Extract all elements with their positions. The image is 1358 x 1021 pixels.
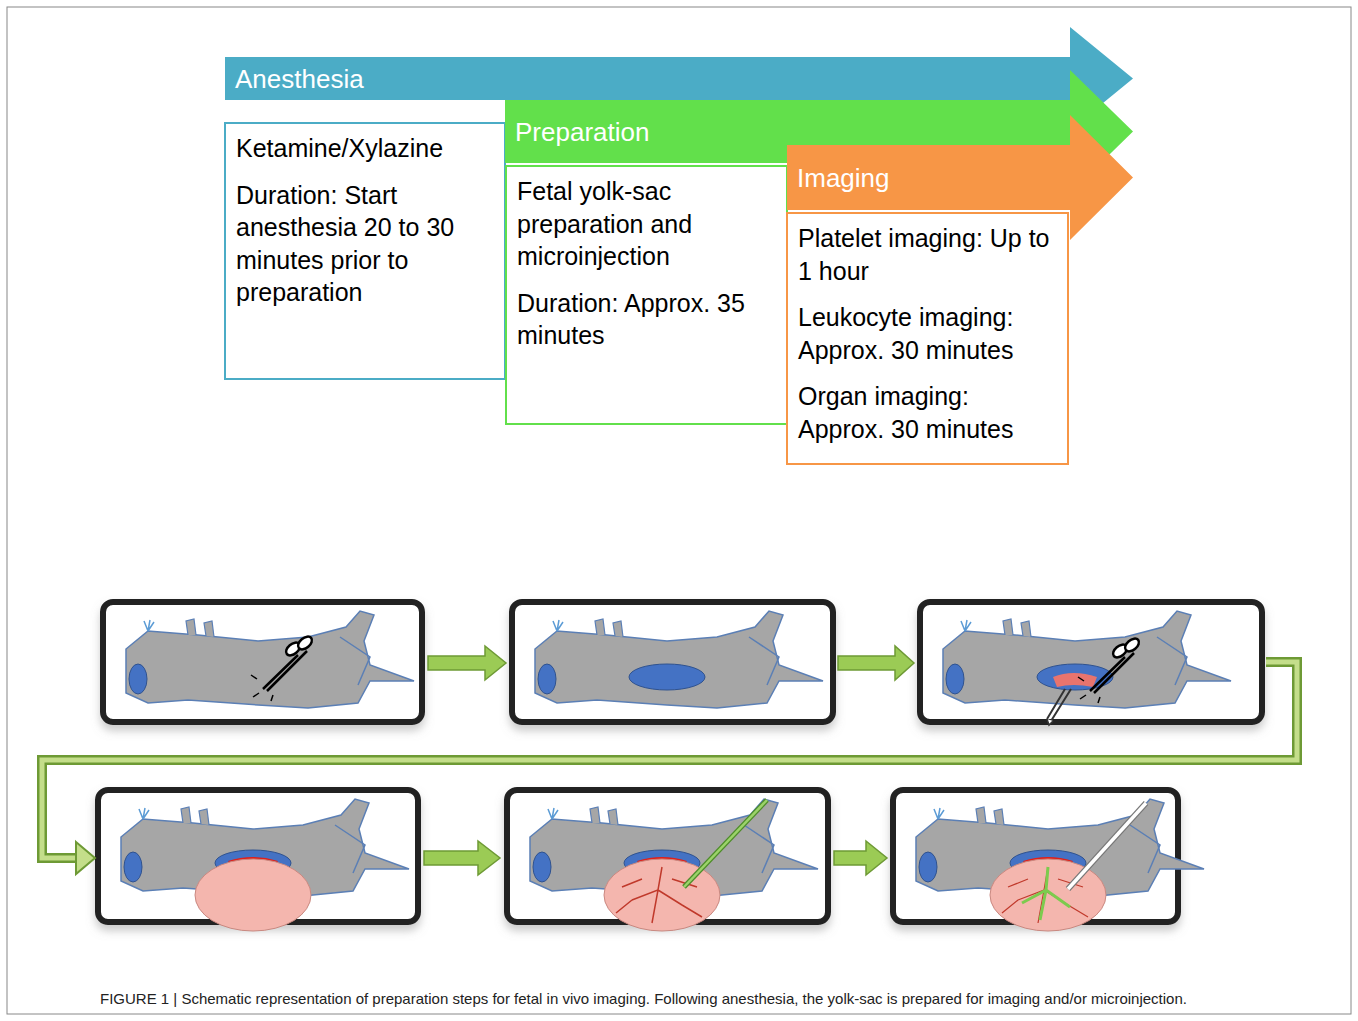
- stage-detail: Duration: Approx. 35 minutes: [517, 287, 776, 352]
- stage-box: Ketamine/XylazineDuration: Start anesthe…: [224, 122, 506, 380]
- stage-box: Fetal yolk-sac preparation and microinje…: [505, 165, 788, 425]
- fetus-drawing: [943, 611, 1231, 725]
- stage-detail: Platelet imaging: Up to 1 hour: [798, 222, 1057, 287]
- stage-detail: Leukocyte imaging: Approx. 30 minutes: [798, 301, 1057, 366]
- stage-detail: Duration: Start anesthesia 20 to 30 minu…: [236, 179, 494, 309]
- fetus-drawing: [916, 799, 1204, 931]
- stage-heading: Anesthesia: [235, 66, 364, 92]
- wrap-arrow: [42, 662, 1297, 874]
- stage-heading: Preparation: [515, 119, 649, 145]
- fetus-drawing: [535, 611, 823, 708]
- stage-detail: Fetal yolk-sac preparation and microinje…: [517, 175, 776, 273]
- fetus-drawing: [121, 799, 409, 931]
- fetus-drawing: [530, 799, 818, 931]
- figure-caption: FIGURE 1 | Schematic representation of p…: [100, 990, 1350, 1008]
- stage-detail: Ketamine/Xylazine: [236, 132, 494, 165]
- stage-detail: Organ imaging: Approx. 30 minutes: [798, 380, 1057, 445]
- figure-frame: [7, 7, 1351, 1014]
- fetus-drawing: [126, 611, 414, 708]
- stage-box: Platelet imaging: Up to 1 hourLeukocyte …: [786, 212, 1069, 465]
- stage-heading: Imaging: [797, 165, 890, 191]
